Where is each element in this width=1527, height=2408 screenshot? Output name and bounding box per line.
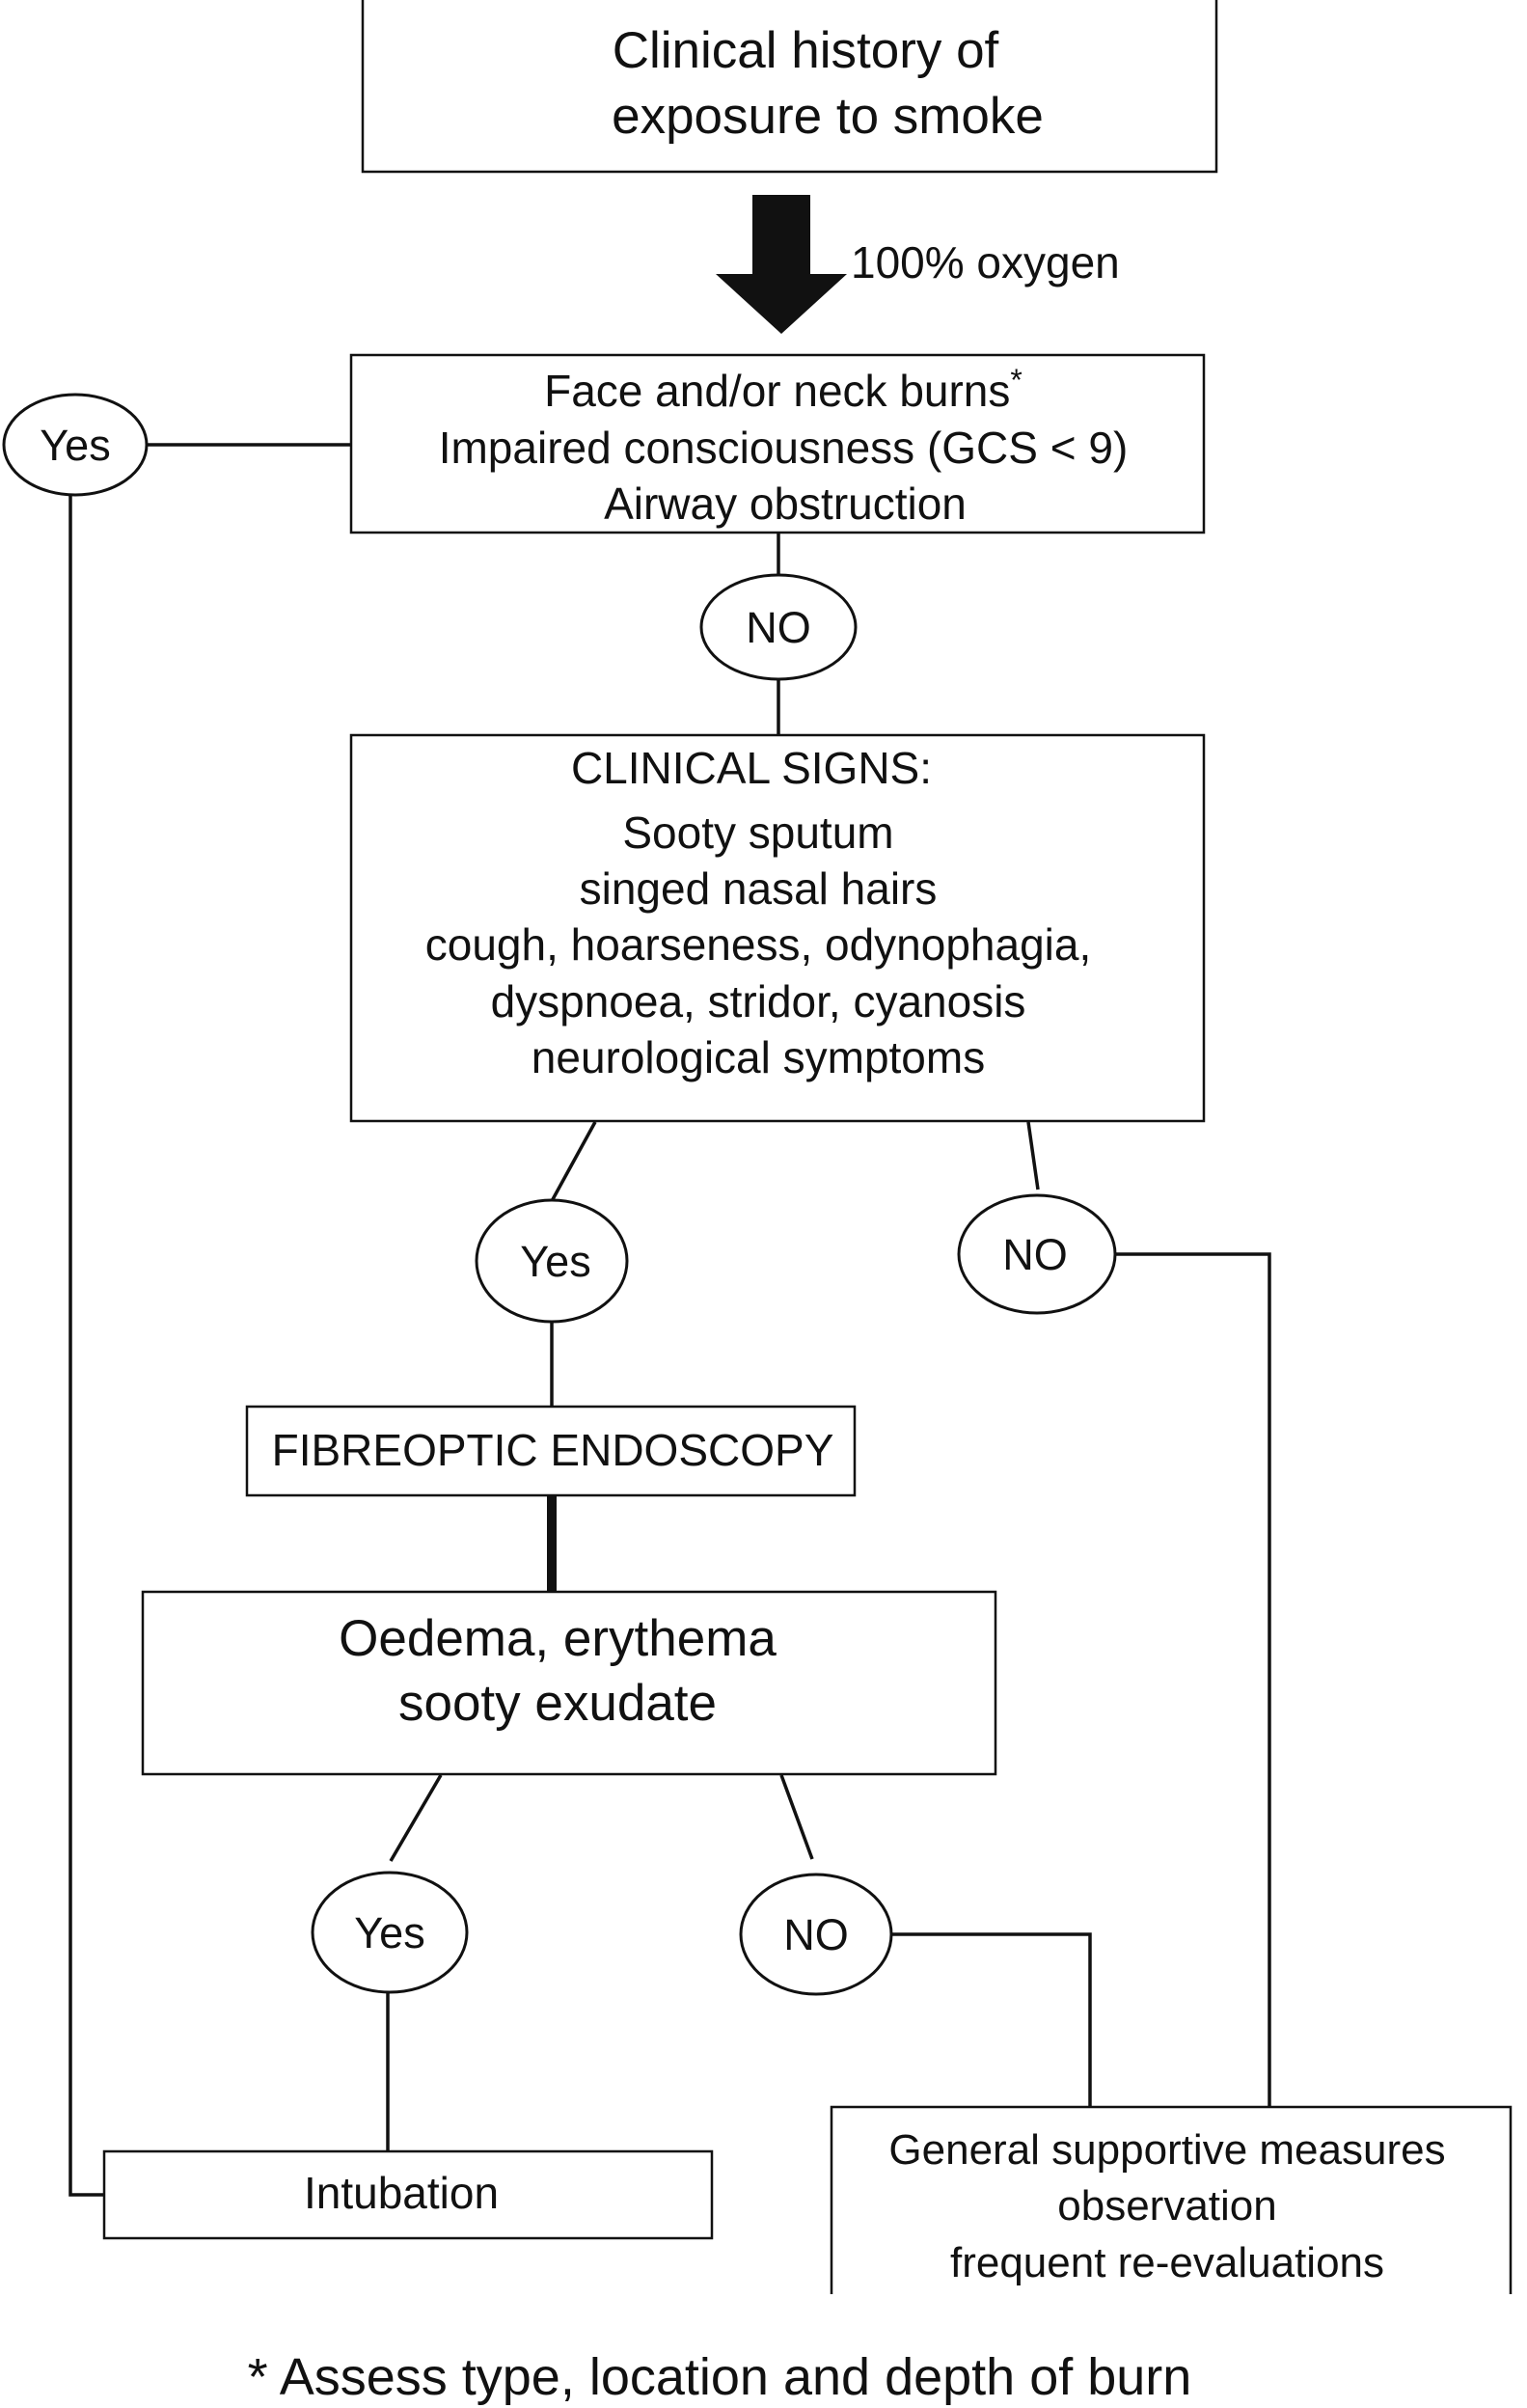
clinical-sign-4: dyspnoea, stridor, cyanosis — [491, 976, 1026, 1026]
svg-text:NO: NO — [783, 1910, 849, 1959]
connector-findings-no-to-supportive — [889, 1932, 1092, 2107]
start-box: Clinical history of exposure to smoke — [361, 0, 1218, 174]
svg-text:NO: NO — [746, 603, 811, 652]
clinical-sign-2: singed nasal hairs — [580, 863, 938, 914]
endoscopy-label: FIBREOPTIC ENDOSCOPY — [272, 1425, 834, 1475]
clinical-signs-heading: CLINICAL SIGNS: — [571, 743, 932, 793]
connector-findings-to-no — [779, 1774, 814, 1860]
criteria-box: Face and/or neck burns* Impaired conscio… — [349, 353, 1206, 534]
node-signs-yes: Yes — [475, 1198, 629, 1324]
intubation-box: Intubation — [102, 2149, 714, 2240]
clinical-sign-3: cough, hoarseness, odynophagia, — [425, 919, 1092, 970]
findings-line-2: sooty exudate — [398, 1675, 717, 1732]
connector-signs-no-to-supportive — [1115, 1252, 1271, 2107]
start-line-2: exposure to smoke — [612, 88, 1044, 145]
svg-text:Yes: Yes — [520, 1237, 590, 1286]
oxygen-label: 100% oxygen — [851, 237, 1120, 287]
connector-findings-to-yes — [389, 1774, 443, 1862]
footnote: * Assess type, location and depth of bur… — [248, 2348, 1192, 2406]
svg-text:NO: NO — [1002, 1230, 1068, 1279]
start-line-1: Clinical history of — [613, 22, 999, 79]
intubation-label: Intubation — [304, 2168, 499, 2218]
connector-yes-to-intubation — [68, 495, 104, 2197]
supportive-line-3: frequent re-evaluations — [950, 2239, 1384, 2286]
clinical-sign-1: Sooty sputum — [622, 807, 893, 858]
findings-line-1: Oedema, erythema — [339, 1610, 777, 1667]
criteria-line-2: Impaired consciousness (GCS < 9) — [439, 423, 1129, 473]
supportive-line-2: observation — [1057, 2182, 1276, 2230]
findings-box: Oedema, erythema sooty exudate — [141, 1590, 997, 1776]
clinical-signs-box: CLINICAL SIGNS: Sooty sputum singed nasa… — [349, 733, 1206, 1123]
criteria-line-3: Airway obstruction — [604, 479, 967, 529]
connectors — [68, 443, 1271, 2197]
criteria-line-1: Face and/or neck burns* — [544, 363, 1023, 416]
supportive-box: General supportive measures observation … — [830, 2105, 1513, 2294]
node-findings-yes: Yes — [311, 1871, 469, 1994]
node-criteria-no: NO — [699, 573, 858, 681]
svg-text:Yes: Yes — [354, 1908, 424, 1957]
down-arrow-icon — [716, 195, 847, 334]
node-signs-no: NO — [957, 1193, 1117, 1315]
svg-text:Yes: Yes — [40, 421, 110, 470]
connector-signs-to-yes — [550, 1121, 597, 1202]
supportive-line-1: General supportive measures — [888, 2126, 1445, 2174]
connector-signs-to-no — [1026, 1121, 1040, 1190]
node-findings-no: NO — [739, 1873, 893, 1996]
endoscopy-box: FIBREOPTIC ENDOSCOPY — [245, 1405, 857, 1497]
clinical-sign-5: neurological symptoms — [532, 1032, 985, 1082]
node-criteria-yes: Yes — [2, 393, 149, 497]
